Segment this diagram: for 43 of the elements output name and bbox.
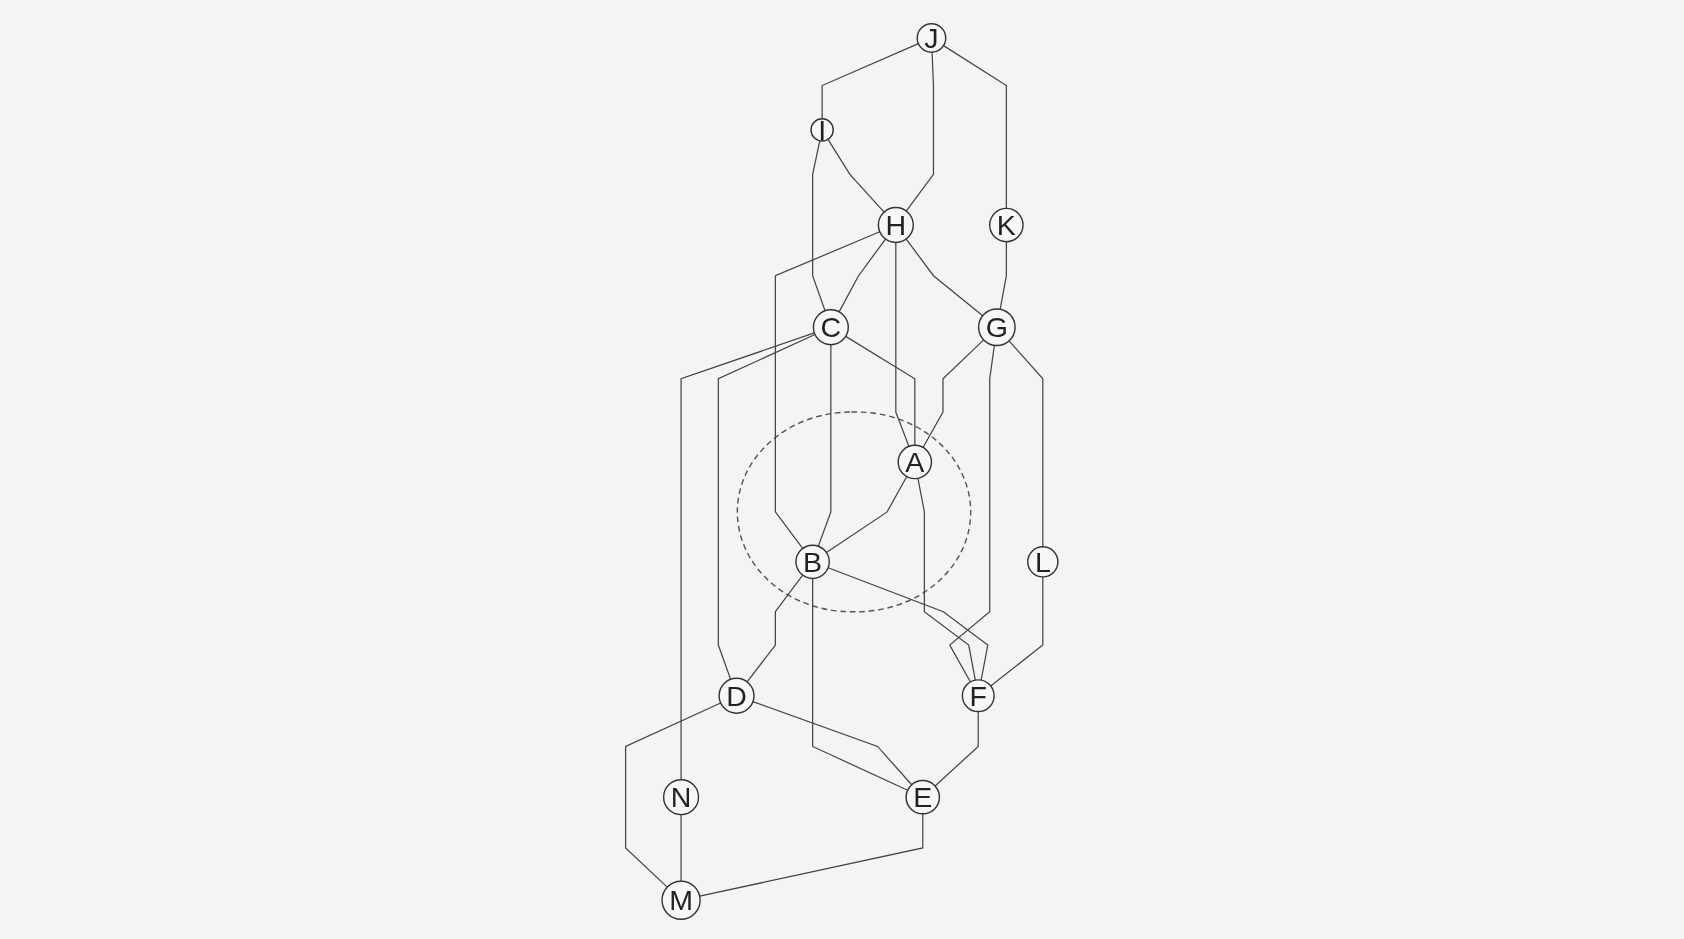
connector <box>826 476 908 554</box>
connector <box>1008 340 1044 548</box>
connector <box>699 813 924 898</box>
connector <box>752 701 913 786</box>
connector <box>905 52 935 213</box>
connector <box>990 576 1044 687</box>
connector <box>999 241 1008 311</box>
connector <box>838 238 887 313</box>
node-circle: N <box>663 779 700 816</box>
connector <box>680 332 816 781</box>
node-circle: A <box>897 445 933 480</box>
connector <box>812 578 909 792</box>
node-circle: H <box>877 207 915 244</box>
connector <box>949 345 996 683</box>
cluster <box>736 411 972 613</box>
connector <box>827 139 885 214</box>
connector <box>943 45 1008 210</box>
node-circle: G <box>978 308 1017 347</box>
connector <box>934 711 980 787</box>
connector <box>922 339 985 449</box>
node-circle: C <box>812 309 850 346</box>
node-circle: E <box>905 780 941 815</box>
node-circle: M <box>661 880 702 921</box>
node-circle: D <box>718 678 755 715</box>
connector <box>827 567 989 682</box>
node-circle: K <box>989 208 1024 243</box>
connector <box>746 574 804 683</box>
connector <box>817 344 832 548</box>
connector <box>917 478 977 682</box>
connector <box>845 336 916 447</box>
connector <box>905 238 984 317</box>
node-circle: F <box>961 679 996 713</box>
connector <box>895 242 910 448</box>
connector <box>625 702 722 889</box>
node-circle: J <box>916 23 947 54</box>
node-circle: L <box>1027 546 1059 578</box>
connector <box>680 814 682 883</box>
node-circle: I <box>810 118 835 143</box>
connector <box>775 231 881 550</box>
connector <box>717 334 816 681</box>
node-circle: B <box>795 544 831 580</box>
connector <box>812 140 826 312</box>
connector <box>821 43 920 120</box>
